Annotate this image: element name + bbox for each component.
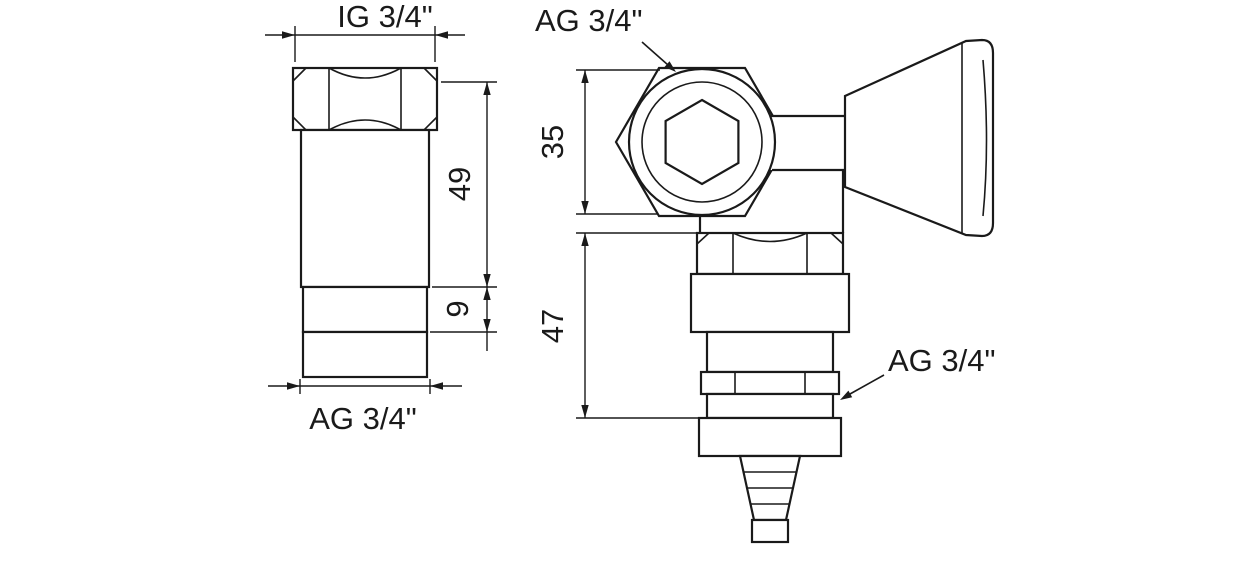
hose-barb-tip — [750, 518, 790, 544]
left-height-dimension: 49 9 — [430, 81, 497, 351]
left-height-dim-text: 49 — [442, 167, 477, 201]
right-outlet-dim-label: AG 3/4" — [888, 343, 996, 378]
valve-handle — [843, 38, 995, 238]
right-view-valve — [614, 38, 995, 544]
arrowhead — [435, 31, 448, 39]
arrowhead — [282, 31, 295, 39]
hex-nut-top-arc — [328, 67, 402, 79]
outlet-thread — [705, 392, 835, 420]
arrowhead — [581, 405, 589, 418]
hose-nut-knurl — [697, 416, 843, 458]
left-top-dim-label: IG 3/4" — [337, 0, 432, 34]
arrowhead — [581, 201, 589, 214]
right-lower-dim-text: 47 — [535, 309, 570, 343]
union-nut-arc — [732, 232, 808, 243]
left-bottom-dim-label: AG 3/4" — [309, 401, 417, 436]
leader-line — [641, 41, 669, 66]
arrowhead — [483, 82, 491, 95]
arrowhead — [664, 61, 676, 72]
leader-line — [849, 374, 885, 395]
inlet-thread-callout: AG 3/4" — [535, 3, 676, 72]
neck-mask — [770, 116, 847, 170]
outlet-flange — [699, 370, 841, 396]
left-thread-dim-text: 9 — [440, 300, 475, 317]
arrowhead — [840, 390, 853, 400]
left-view-fitting — [291, 66, 439, 379]
fitting-body — [299, 128, 431, 289]
fitting-tail — [301, 330, 429, 379]
union-nut-chamfer — [696, 232, 844, 245]
outlet-thread-callout: AG 3/4" — [840, 343, 996, 400]
valve-lower-body — [689, 272, 851, 334]
handle-face-curve — [982, 59, 988, 217]
right-inlet-dim-label: AG 3/4" — [535, 3, 643, 38]
fitting-thread — [301, 285, 429, 334]
right-upper-dim-text: 35 — [535, 125, 570, 159]
valve-face-inner-circle — [641, 81, 763, 203]
hex-nut-chamfer — [292, 67, 438, 131]
arrowhead — [581, 70, 589, 83]
left-top-dimension: IG 3/4" — [265, 0, 465, 62]
outlet-neck — [705, 330, 835, 374]
arrowhead — [287, 382, 300, 390]
right-upper-dimension: 35 — [535, 69, 660, 215]
valve-hex-socket — [664, 98, 740, 186]
arrowhead — [483, 274, 491, 287]
arrowhead — [483, 287, 491, 300]
right-lower-dimension: 47 — [535, 232, 699, 419]
left-bottom-dimension: AG 3/4" — [268, 379, 462, 436]
hex-nut-bottom-arc — [328, 119, 402, 131]
arrowhead — [581, 233, 589, 246]
union-nut — [695, 231, 845, 276]
arrowhead — [483, 319, 491, 332]
arrowhead — [430, 382, 443, 390]
